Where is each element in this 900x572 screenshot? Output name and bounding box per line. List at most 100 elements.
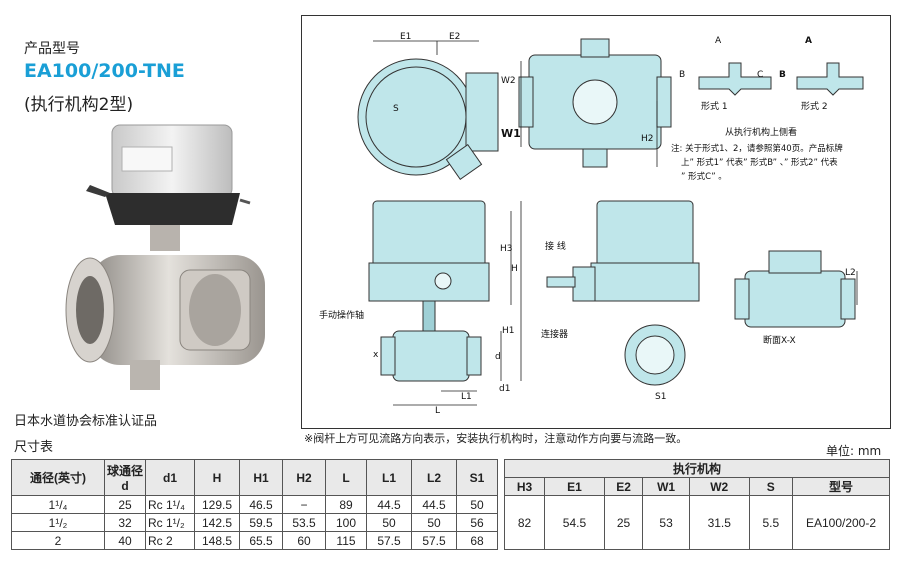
- port-b-form2: B: [779, 70, 786, 80]
- form-note-line-1: 注: 关于形式1、2，请参照第40页。产品标牌: [671, 143, 843, 154]
- label-form-1: 形式 1: [701, 100, 728, 112]
- cell-h3: 82: [503, 495, 546, 550]
- product-photo: [65, 124, 265, 390]
- cell-l2: 57.5: [411, 531, 457, 550]
- label-e1: E1: [400, 32, 411, 42]
- cell-d: 32: [104, 513, 146, 532]
- header-e2: E2: [603, 477, 644, 496]
- cell-model: EA100/200-2: [792, 495, 890, 550]
- model-subtitle: (执行机构2型): [24, 95, 134, 115]
- certification-text: 日本水道协会标准认证品: [14, 414, 158, 429]
- cell-h: 142.5: [194, 513, 240, 532]
- label-h3: H3: [500, 244, 513, 254]
- cell-l: 100: [325, 513, 367, 532]
- cell-h2: 60: [282, 531, 326, 550]
- table-header-row-2: H3 E1 E2 W1 W2 S 型号: [12, 477, 890, 496]
- header-w1: W1: [642, 477, 690, 496]
- section-x-x: [744, 270, 846, 328]
- technical-drawing: E1 E2 W2 W1 H2 S H3 H H1 d d1 L1 L x S1 …: [319, 32, 864, 416]
- label-d1: d1: [499, 384, 510, 394]
- label-s1: S1: [655, 392, 666, 402]
- header-l: L: [325, 459, 367, 496]
- header-w2: W2: [688, 477, 750, 496]
- label-h1: H1: [502, 326, 515, 336]
- cell-d1: Rc 1¹/₄: [145, 495, 195, 514]
- cell-h1: 59.5: [239, 513, 283, 532]
- header-s: S: [748, 477, 794, 496]
- cell-h: 129.5: [194, 495, 240, 514]
- cell-l: 115: [325, 531, 367, 550]
- header-bore: 通径(英寸): [11, 459, 105, 496]
- unit-label: 单位: mm: [826, 444, 882, 458]
- cell-bore: 1¹/₂: [11, 513, 105, 532]
- label-section: 断面X-X: [763, 334, 796, 346]
- cell-s1: 68: [456, 531, 498, 550]
- header-actuator: 执行机构: [504, 459, 890, 478]
- cell-h1: 65.5: [239, 531, 283, 550]
- cell-d: 40: [104, 531, 146, 550]
- cell-d1: Rc 2: [145, 531, 195, 550]
- actuator-right-view: [596, 200, 694, 272]
- label-x-mark: x: [373, 350, 379, 360]
- cell-d1: Rc 1¹/₂: [145, 513, 195, 532]
- cell-h2: −: [282, 495, 326, 514]
- port-b-form1: B: [679, 70, 685, 80]
- cell-l1: 50: [366, 513, 412, 532]
- label-s-top: S: [393, 104, 399, 114]
- port-c-form1: C: [757, 70, 763, 80]
- form-note-line-3: ” 形式C” 。: [681, 171, 727, 182]
- header-d1: d1: [145, 459, 195, 496]
- actuator-side-view: [372, 200, 486, 272]
- label-h2: H2: [641, 134, 654, 144]
- cell-e1: 54.5: [544, 495, 605, 550]
- header-l2: L2: [411, 459, 457, 496]
- header-l1: L1: [366, 459, 412, 496]
- cell-e2: 25: [603, 495, 644, 550]
- cell-s: 5.5: [748, 495, 794, 550]
- cell-w2: 31.5: [688, 495, 750, 550]
- header-h1: H1: [239, 459, 283, 496]
- cell-l2: 50: [411, 513, 457, 532]
- form-note-line-2: 上” 形式1” 代表” 形式B” 、” 形式2” 代表: [681, 157, 838, 168]
- header-e1: E1: [544, 477, 605, 496]
- label-l1: L1: [461, 392, 472, 402]
- label-connector: 连接器: [541, 328, 568, 340]
- header-h3: H3: [503, 477, 546, 496]
- port-a-form1: A: [715, 36, 722, 46]
- label-e2: E2: [449, 32, 460, 42]
- label-w1: W1: [501, 127, 521, 140]
- label-l2: L2: [845, 268, 856, 278]
- header-model: 型号: [792, 477, 890, 496]
- label-form-2: 形式 2: [801, 100, 828, 112]
- cell-s1: 50: [456, 495, 498, 514]
- technical-drawing-frame: [301, 15, 891, 429]
- cell-bore: 1¹/₄: [11, 495, 105, 514]
- installation-note: ※阀杆上方可见流路方向表示，安装执行机构时，注意动作方向要与流路一致。: [304, 432, 688, 445]
- cell-w1: 53: [642, 495, 690, 550]
- cell-h: 148.5: [194, 531, 240, 550]
- label-w2: W2: [501, 76, 516, 86]
- cell-l2: 44.5: [411, 495, 457, 514]
- header-h2: H2: [282, 459, 326, 496]
- model-caption: 产品型号: [24, 41, 80, 57]
- cell-d: 25: [104, 495, 146, 514]
- cell-l1: 44.5: [366, 495, 412, 514]
- dimensions-title: 尺寸表: [14, 440, 54, 455]
- model-name: EA100/200-TNE: [24, 60, 185, 82]
- label-wire: 接 线: [545, 240, 566, 252]
- header-s1: S1: [456, 459, 498, 496]
- label-h: H: [511, 264, 518, 274]
- cell-h1: 46.5: [239, 495, 283, 514]
- label-manual-shaft: 手动操作轴: [319, 309, 364, 321]
- cell-s1: 56: [456, 513, 498, 532]
- table-row: 1¹/₄ 25 Rc 1¹/₄ 129.5 46.5 − 89 44.5 44.…: [11, 495, 890, 550]
- cell-h2: 53.5: [282, 513, 326, 532]
- cell-l: 89: [325, 495, 367, 514]
- cell-bore: 2: [11, 531, 105, 550]
- header-h: H: [194, 459, 240, 496]
- port-a-form2: A: [805, 36, 812, 46]
- label-d: d: [495, 352, 501, 362]
